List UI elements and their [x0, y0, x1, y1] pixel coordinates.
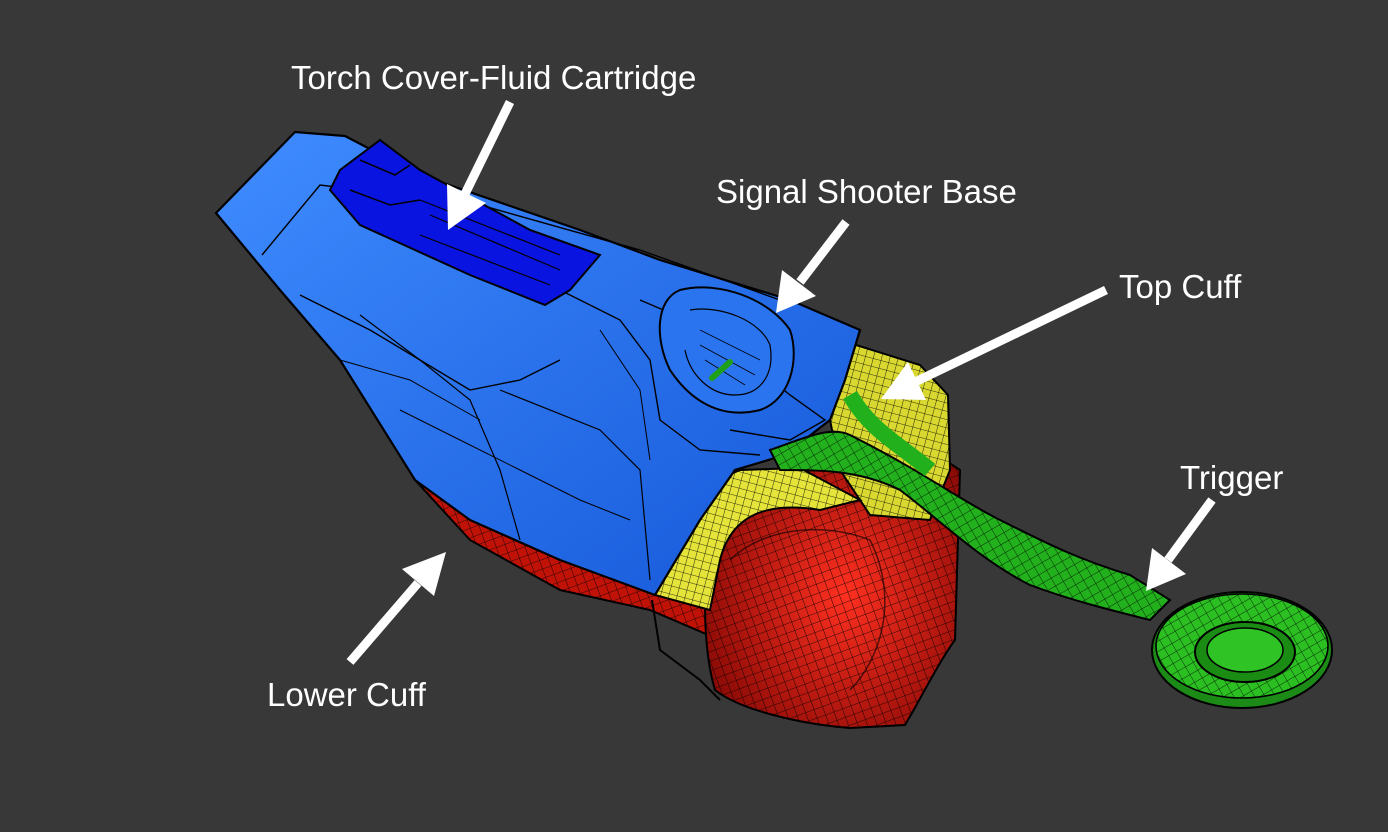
arrow-trigger	[1146, 497, 1216, 591]
callout-arrows	[346, 100, 1216, 665]
arrow-lower-cuff	[346, 552, 446, 665]
label-torch-cover-fluid-cartridge: Torch Cover-Fluid Cartridge	[291, 59, 697, 96]
trigger-part	[768, 390, 1333, 709]
label-trigger: Trigger	[1180, 459, 1284, 496]
fluid-cartridge-part	[328, 138, 602, 307]
label-lower-cuff: Lower Cuff	[267, 676, 426, 713]
signal-shooter-part	[658, 286, 795, 414]
arrow-signal-shooter	[776, 219, 850, 313]
arrow-top-cuff	[881, 285, 1108, 400]
label-signal-shooter-base: Signal Shooter Base	[716, 173, 1017, 210]
arrow-torch-cover	[447, 100, 515, 230]
label-top-cuff: Top Cuff	[1119, 268, 1242, 305]
